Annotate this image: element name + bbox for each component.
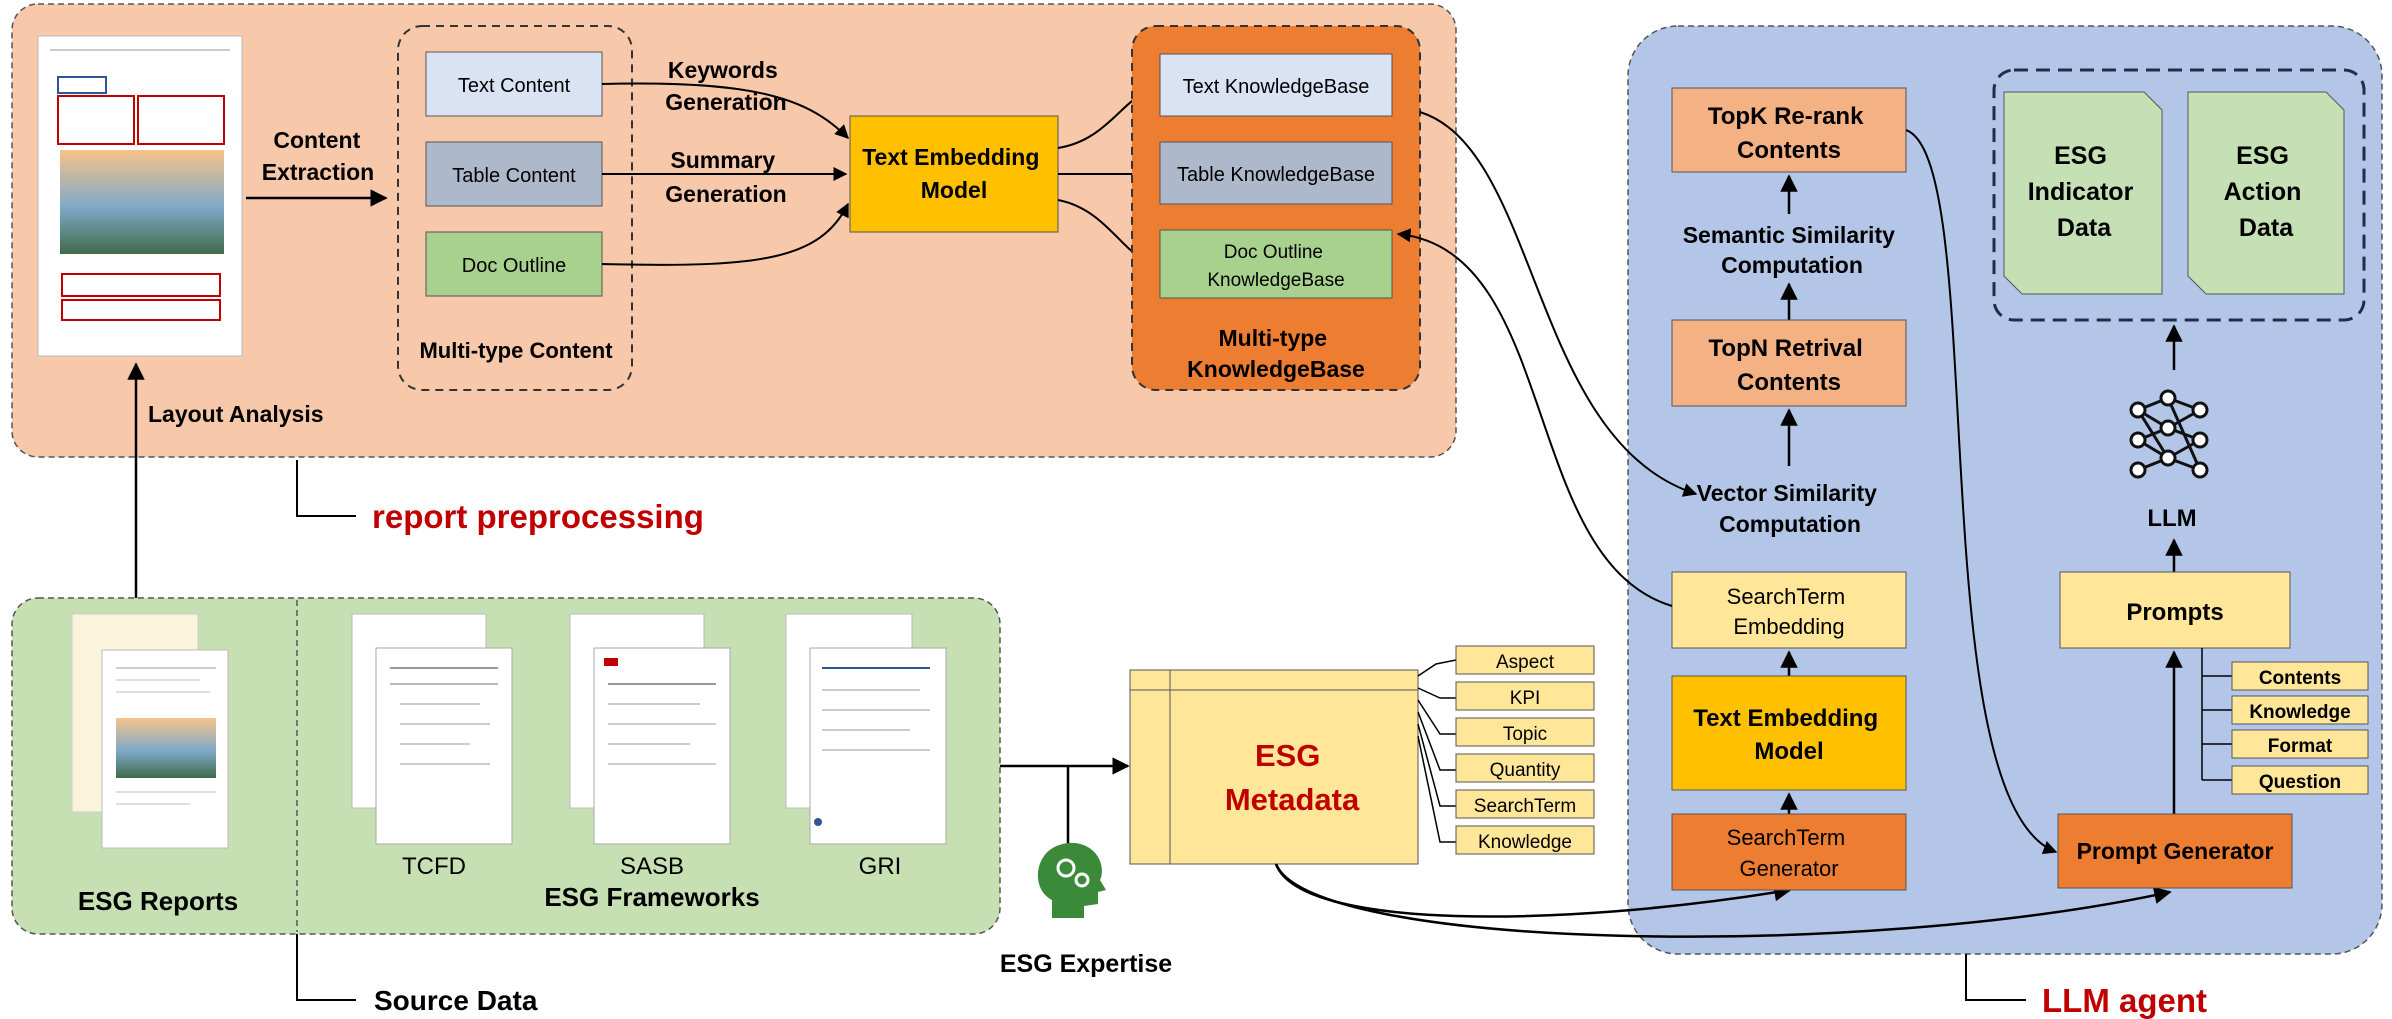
esg-report-docs bbox=[71, 613, 229, 849]
arrow-topk-to-prompt-generator bbox=[1905, 129, 2058, 854]
gri-docs bbox=[785, 613, 947, 845]
prompt-item-knowledge: Knowledge bbox=[2249, 702, 2350, 723]
arrow-kb-to-vector-similarity bbox=[1419, 111, 1698, 497]
content-extraction-label: Content Extraction bbox=[262, 127, 374, 185]
multi-type-content-group bbox=[397, 25, 633, 391]
prompt-generator-box bbox=[2057, 813, 2293, 889]
table-kb-box bbox=[1159, 141, 1393, 205]
metadata-field-knowledge: Knowledge bbox=[1478, 832, 1572, 853]
agent-text-embedding-model-label: Text Embedding Model bbox=[1693, 705, 1885, 765]
prompt-item-question: Question bbox=[2259, 772, 2341, 793]
metadata-field-searchterm-box bbox=[1455, 789, 1595, 819]
report-preprocessing-callout-line bbox=[296, 460, 356, 517]
table-content-box bbox=[425, 141, 603, 207]
report-page-thumbnail bbox=[37, 35, 243, 357]
arrow-metadata-to-prompt-generator bbox=[1274, 863, 2172, 938]
text-embedding-model-label: Text Embedding Model bbox=[862, 144, 1046, 203]
sasb-docs bbox=[569, 613, 731, 845]
tcfd-docs bbox=[351, 613, 513, 845]
doc-outline-label: Doc Outline bbox=[462, 255, 567, 277]
arrow-text-to-embedding bbox=[601, 82, 849, 139]
agent-text-embedding-model-box bbox=[1671, 675, 1907, 791]
text-kb-box bbox=[1159, 53, 1393, 117]
table-content-label: Table Content bbox=[452, 165, 576, 187]
prompts-label: Prompts bbox=[2126, 599, 2223, 626]
esg-metadata-label: ESG Metadata bbox=[1225, 738, 1360, 817]
metadata-field-connectors bbox=[1417, 659, 1457, 843]
preprocessing-region bbox=[11, 3, 1457, 458]
metadata-field-aspect: Aspect bbox=[1496, 652, 1555, 673]
topn-retrieval-box bbox=[1671, 319, 1907, 407]
searchterm-embedding-label: SearchTerm Embedding bbox=[1727, 584, 1852, 639]
topk-rerank-label: TopK Re-rank Contents bbox=[1708, 103, 1870, 164]
keywords-generation-label: Keywords Generation bbox=[665, 57, 786, 115]
arrow-outline-to-embedding bbox=[601, 202, 849, 266]
framework-gri-label: GRI bbox=[859, 853, 902, 880]
prompt-item-knowledge-box bbox=[2231, 695, 2369, 725]
esg-indicator-data-label: ESG Indicator Data bbox=[2028, 142, 2141, 242]
llm-agent-callout-line bbox=[1965, 954, 2026, 1001]
metadata-field-quantity-box bbox=[1455, 753, 1595, 783]
metadata-field-aspect-box bbox=[1455, 645, 1595, 675]
vector-similarity-label: Vector Similarity Computation bbox=[1697, 480, 1884, 537]
prompt-item-connectors bbox=[2201, 648, 2232, 781]
table-kb-label: Table KnowledgeBase bbox=[1177, 164, 1375, 186]
summary-generation-label: Summary Generation bbox=[665, 147, 786, 207]
framework-tcfd-label: TCFD bbox=[402, 853, 466, 880]
layout-analysis-label: Layout Analysis bbox=[148, 401, 324, 427]
report-preprocessing-label: report preprocessing bbox=[372, 498, 704, 535]
framework-sasb-label: SASB bbox=[620, 853, 684, 880]
doc-outline-kb-box bbox=[1159, 229, 1393, 299]
esg-indicator-data-box bbox=[2003, 91, 2163, 295]
searchterm-generator-label: SearchTerm Generator bbox=[1727, 825, 1852, 881]
metadata-field-kpi: KPI bbox=[1510, 688, 1541, 709]
metadata-field-topic-box bbox=[1455, 717, 1595, 747]
esg-data-group bbox=[1992, 68, 2366, 322]
prompts-box bbox=[2059, 571, 2291, 649]
multi-type-kb-label: Multi-type KnowledgeBase bbox=[1187, 325, 1365, 382]
source-data-callout-line bbox=[296, 934, 356, 1001]
esg-metadata-box bbox=[1129, 669, 1419, 865]
esg-action-data-label: ESG Action Data bbox=[2224, 142, 2309, 242]
text-content-label: Text Content bbox=[458, 75, 571, 97]
topn-retrieval-label: TopN Retrival Contents bbox=[1709, 335, 1870, 396]
metadata-field-kpi-box bbox=[1455, 681, 1595, 711]
topk-rerank-box bbox=[1671, 87, 1907, 173]
metadata-field-topic: Topic bbox=[1503, 724, 1547, 745]
neural-network-icon bbox=[2129, 389, 2209, 479]
prompt-item-contents-box bbox=[2231, 661, 2369, 691]
esg-expertise-head-icon bbox=[1037, 842, 1106, 918]
metadata-field-searchterm: SearchTerm bbox=[1474, 796, 1576, 817]
semantic-similarity-label: Semantic Similarity Computation bbox=[1683, 222, 1902, 278]
llm-label: LLM bbox=[2147, 505, 2196, 532]
prompt-item-format: Format bbox=[2268, 736, 2333, 757]
multi-type-content-label: Multi-type Content bbox=[419, 338, 613, 363]
metadata-field-knowledge-box bbox=[1455, 825, 1595, 855]
metadata-fields: Aspect KPI Topic Quantity SearchTerm Kno… bbox=[1455, 645, 1595, 855]
prompt-item-question-box bbox=[2231, 765, 2369, 795]
source-data-label: Source Data bbox=[374, 985, 538, 1016]
prompt-item-contents: Contents bbox=[2259, 668, 2341, 689]
arrow-searchterm-embedding-to-outline-kb bbox=[1396, 228, 1673, 607]
doc-outline-box bbox=[425, 231, 603, 297]
llm-agent-label: LLM agent bbox=[2042, 982, 2207, 1019]
doc-outline-kb-label: Doc Outline KnowledgeBase bbox=[1207, 242, 1344, 291]
esg-expertise-label: ESG Expertise bbox=[1000, 950, 1172, 978]
multi-type-kb-group bbox=[1131, 25, 1421, 391]
searchterm-generator-box bbox=[1671, 813, 1907, 891]
esg-action-data-box bbox=[2187, 91, 2345, 295]
text-kb-label: Text KnowledgeBase bbox=[1183, 76, 1370, 98]
prompt-item-format-box bbox=[2231, 729, 2369, 759]
text-embedding-model-box bbox=[849, 115, 1059, 233]
prompt-generator-label: Prompt Generator bbox=[2077, 838, 2274, 864]
searchterm-embedding-box bbox=[1671, 571, 1907, 649]
esg-frameworks-label: ESG Frameworks bbox=[544, 882, 759, 912]
metadata-field-quantity: Quantity bbox=[1490, 760, 1561, 781]
esg-reports-label: ESG Reports bbox=[78, 886, 238, 916]
